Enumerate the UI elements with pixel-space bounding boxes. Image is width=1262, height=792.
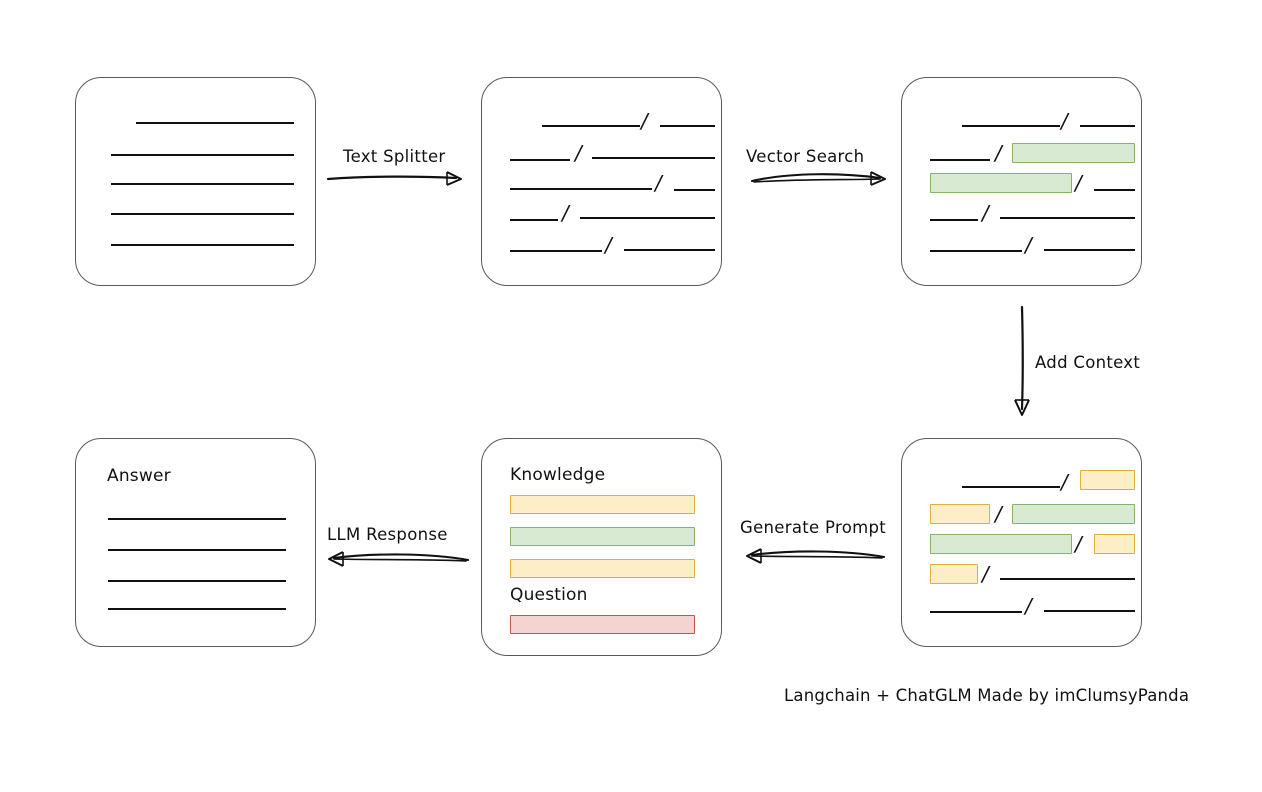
arrow-text-splitter [326,171,462,186]
chunk-rule [674,189,715,191]
chunk-rule [930,159,990,161]
knowledge-bar[interactable] [510,495,695,514]
searched-document-card[interactable]: / / / / / [901,77,1142,286]
context-document-card[interactable]: / / / / / [901,438,1142,647]
chunk-rule [1000,578,1135,580]
chunk-slash: / [575,141,582,165]
edge-label-generate-prompt: Generate Prompt [740,518,886,537]
answer-card[interactable]: Answer [75,438,316,647]
answer-line [108,549,286,551]
edge-label-add-context: Add Context [1035,353,1141,372]
retrieved-chunk[interactable] [930,534,1072,554]
answer-line [108,518,286,520]
chunk-slash: / [562,201,569,225]
chunk-slash: / [1061,470,1068,494]
answer-line [108,608,286,610]
arrow-vector-search [750,171,886,186]
chunk-rule [510,159,570,161]
chunk-rule [542,125,640,127]
knowledge-bar[interactable] [510,559,695,578]
edge-label-llm-response: LLM Response [327,525,448,544]
prompt-card[interactable]: Knowledge Question [481,438,722,656]
chunk-rule [962,486,1060,488]
knowledge-label: Knowledge [510,465,606,485]
edge-label-vector-search: Vector Search [746,147,865,166]
edge-label-text-splitter: Text Splitter [343,147,446,166]
chunk-rule [962,125,1060,127]
chunk-slash: / [641,109,648,133]
arrow-generate-prompt [746,548,886,564]
context-chunk[interactable] [930,504,990,524]
arrow-llm-response [328,551,470,567]
chunk-slash: / [605,233,612,257]
context-chunk[interactable] [930,564,978,584]
document-line [136,122,294,124]
context-chunk[interactable] [1094,534,1135,554]
arrow-add-context [1014,305,1030,416]
chunk-rule [1044,249,1135,251]
split-document-card[interactable]: / / / / / [481,77,722,286]
chunk-slash: / [1025,594,1032,618]
chunk-slash: / [1061,109,1068,133]
chunk-slash: / [995,502,1002,526]
retrieved-chunk[interactable] [1012,504,1135,524]
chunk-slash: / [1075,171,1082,195]
question-label: Question [510,585,588,605]
answer-label: Answer [107,466,171,486]
chunk-slash: / [982,201,989,225]
chunk-slash: / [655,171,662,195]
chunk-rule [624,249,715,251]
document-line [111,244,294,246]
chunk-slash: / [995,141,1002,165]
chunk-rule [510,250,602,252]
chunk-slash: / [982,562,989,586]
chunk-rule [930,250,1022,252]
chunk-rule [930,611,1022,613]
chunk-slash: / [1075,532,1082,556]
document-line [111,183,294,185]
chunk-rule [1094,189,1135,191]
source-document-card[interactable] [75,77,316,286]
chunk-rule [1044,610,1135,612]
answer-line [108,580,286,582]
document-line [111,154,294,156]
chunk-rule [660,125,715,127]
chunk-rule [1000,217,1135,219]
chunk-rule [580,217,715,219]
retrieved-chunk[interactable] [1012,143,1135,163]
chunk-rule [510,188,652,190]
chunk-rule [592,157,715,159]
question-bar[interactable] [510,615,695,634]
chunk-rule [930,219,978,221]
knowledge-bar[interactable] [510,527,695,546]
document-line [111,213,294,215]
chunk-rule [510,219,558,221]
chunk-slash: / [1025,233,1032,257]
footer-credit: Langchain + ChatGLM Made by imClumsyPand… [784,686,1190,705]
chunk-rule [1080,125,1135,127]
context-chunk[interactable] [1080,470,1135,490]
retrieved-chunk[interactable] [930,173,1072,193]
